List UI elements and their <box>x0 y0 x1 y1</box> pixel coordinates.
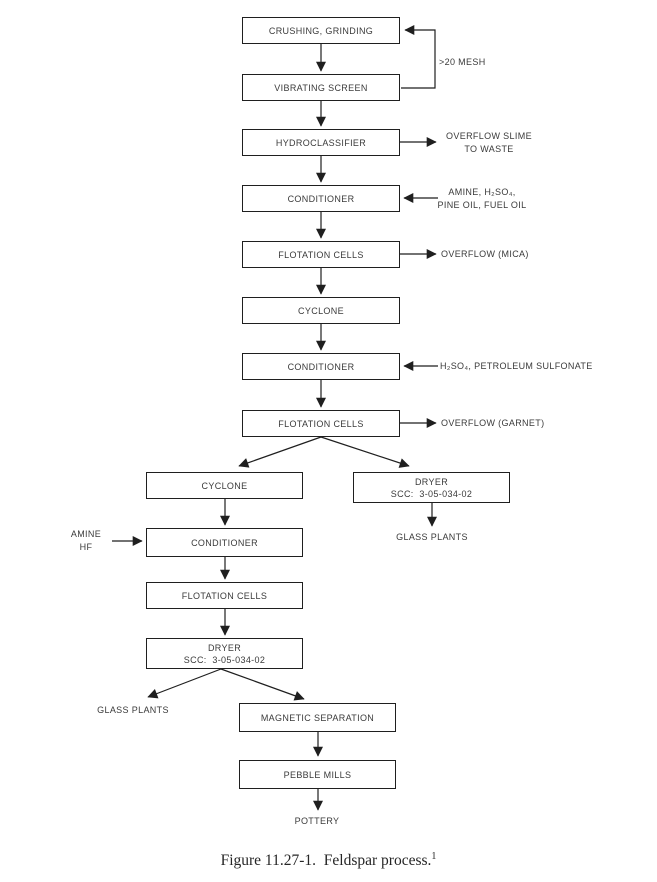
process-box-cyclone-2: CYCLONE <box>146 472 303 499</box>
label-line: OVERFLOW SLIME <box>446 131 532 141</box>
label-amine-hf: AMINE HF <box>60 528 112 554</box>
process-box-label: CRUSHING, GRINDING <box>268 25 374 36</box>
process-box-label: CYCLONE <box>201 480 248 491</box>
arrow-flotation2-to-dryer1 <box>320 436 410 468</box>
process-box-magnetic-separation: MAGNETIC SEPARATION <box>239 703 396 732</box>
process-box-dryer-1: DRYER SCC: 3-05-034-02 <box>353 472 510 503</box>
arrow-dryer2-to-glass-plants <box>147 668 222 699</box>
process-box-label: DRYER <box>414 476 449 487</box>
process-box-label: FLOTATION CELLS <box>278 418 364 429</box>
arrow-flotation2-to-cyclone2 <box>238 436 322 468</box>
process-box-label: CONDITIONER <box>191 537 258 548</box>
arrow-recycle-oversize-to-crushing <box>401 25 436 89</box>
process-box-flotation-cells-1: FLOTATION CELLS <box>242 241 400 268</box>
label-line: PINE OIL, FUEL OIL <box>437 200 527 210</box>
process-box-pebble-mills: PEBBLE MILLS <box>239 760 396 789</box>
process-box-label: MAGNETIC SEPARATION <box>260 712 375 723</box>
process-box-cyclone-1: CYCLONE <box>242 297 400 324</box>
process-box-flotation-cells-3: FLOTATION CELLS <box>146 582 303 609</box>
label-line: HF <box>79 542 93 552</box>
process-box-label: CONDITIONER <box>287 361 355 372</box>
figure-caption-footnote-ref: 1 <box>431 851 437 862</box>
label-overflow-garnet: OVERFLOW (GARNET) <box>441 418 545 428</box>
label-glass-plants-right: GLASS PLANTS <box>396 532 468 542</box>
label-glass-plants-left: GLASS PLANTS <box>97 705 169 715</box>
process-box-label: CONDITIONER <box>287 193 355 204</box>
process-box-label: VIBRATING SCREEN <box>274 82 368 93</box>
process-box-label: DRYER <box>207 642 242 653</box>
process-box-label: HYDROCLASSIFIER <box>275 137 367 148</box>
process-box-label: FLOTATION CELLS <box>278 249 364 260</box>
label-overflow-mica: OVERFLOW (MICA) <box>441 249 529 259</box>
label-line: TO WASTE <box>464 144 514 154</box>
process-box-scc-code: SCC: 3-05-034-02 <box>390 488 473 499</box>
process-box-conditioner-3: CONDITIONER <box>146 528 303 557</box>
process-box-vibrating-screen: VIBRATING SCREEN <box>242 74 400 101</box>
process-box-conditioner-2: CONDITIONER <box>242 353 400 380</box>
label-conditioner2-reagents: H₂SO₄, PETROLEUM SULFONATE <box>440 361 593 371</box>
arrow-dryer2-to-magnetic-separation <box>220 668 305 701</box>
label-overflow-slime-to-waste: OVERFLOW SLIME TO WASTE <box>438 130 540 156</box>
label-line: AMINE <box>70 529 102 539</box>
process-box-scc-code: SCC: 3-05-034-02 <box>183 654 266 665</box>
label-pottery: POTTERY <box>294 816 340 826</box>
label-line: AMINE, H₂SO₄, <box>448 187 516 197</box>
label-conditioner1-reagents: AMINE, H₂SO₄, PINE OIL, FUEL OIL <box>434 186 530 212</box>
process-box-dryer-2: DRYER SCC: 3-05-034-02 <box>146 638 303 669</box>
process-box-conditioner-1: CONDITIONER <box>242 185 400 212</box>
process-box-label: FLOTATION CELLS <box>181 590 268 601</box>
process-box-label: PEBBLE MILLS <box>283 769 352 780</box>
label-recycle-mesh: >20 MESH <box>439 57 486 67</box>
process-box-flotation-cells-2: FLOTATION CELLS <box>242 410 400 437</box>
process-box-label: CYCLONE <box>298 305 344 316</box>
process-box-crushing-grinding: CRUSHING, GRINDING <box>242 17 400 44</box>
figure-caption-text: Figure 11.27-1. Feldspar process. <box>220 852 432 870</box>
process-box-hydroclassifier: HYDROCLASSIFIER <box>242 129 400 156</box>
figure-caption: Figure 11.27-1. Feldspar process.1 <box>0 851 657 870</box>
